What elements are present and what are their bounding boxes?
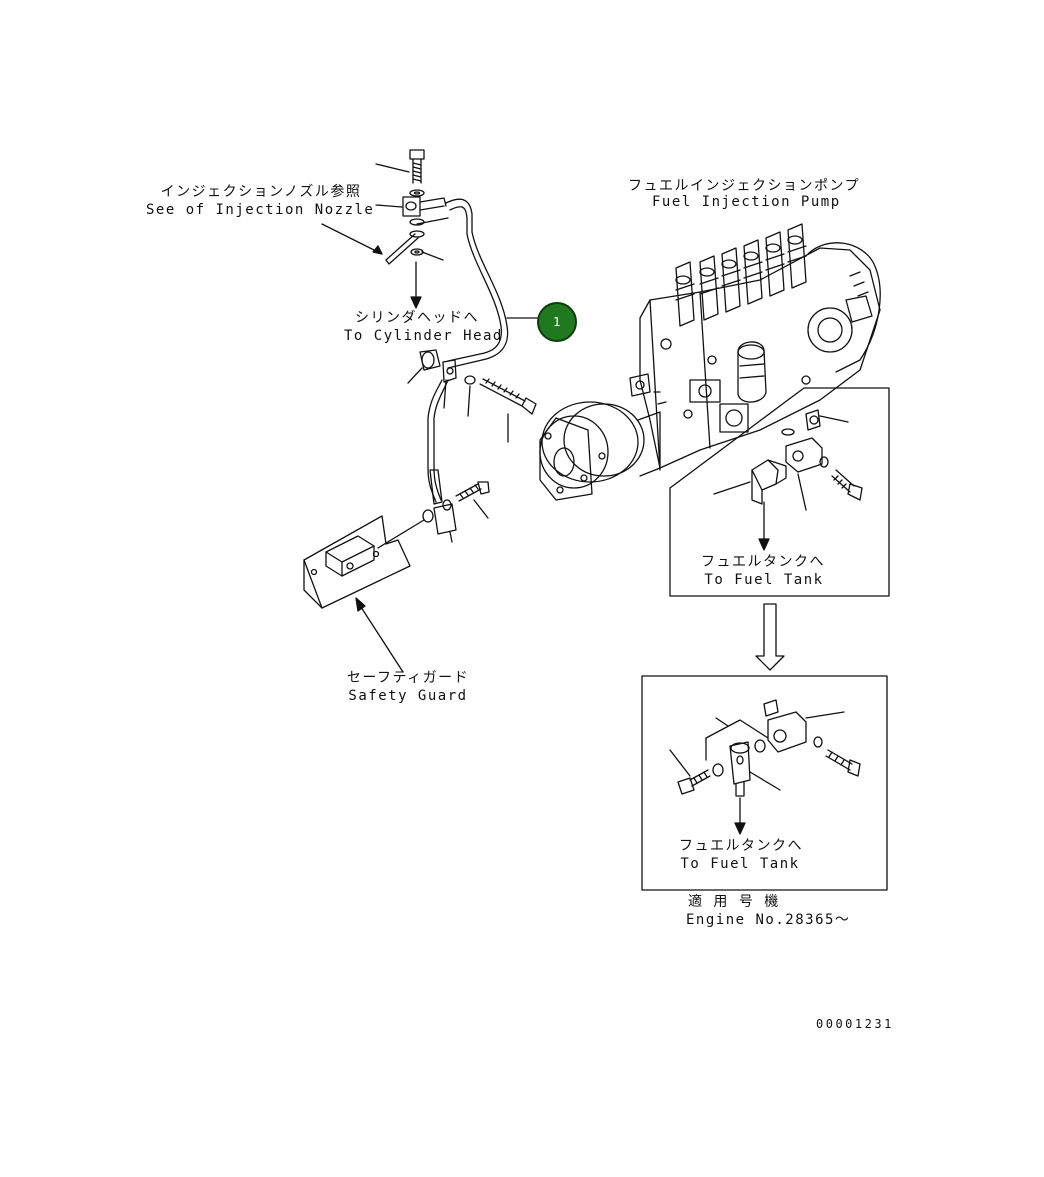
- nozzle-pointer: [321, 223, 419, 265]
- safety-guard-arrow: [355, 597, 404, 673]
- fuel-pump-label-jp: フュエルインジェクションポンプ: [628, 178, 861, 194]
- fuel-tank-upper-label-jp: フュエルタンクへ: [701, 554, 825, 570]
- cylinder-head-label-jp: シリンダヘッドへ: [355, 310, 479, 326]
- injection-pump-drawing: [539, 223, 881, 501]
- lower-pipe: [427, 379, 449, 505]
- fuel-tank-lower-label-en: To Fuel Tank: [680, 856, 800, 872]
- safety-guard-label-en: Safety Guard: [348, 688, 468, 704]
- fuel-tank-lower-label-jp: フュエルタンクへ: [679, 838, 803, 854]
- part-callout-1[interactable]: 1: [537, 302, 577, 342]
- drawing-number: 00001231: [816, 1017, 894, 1031]
- applicable-serial-label: 適 用 号 機: [688, 894, 780, 910]
- upper-inset: [669, 387, 890, 597]
- clamp-parts: [407, 349, 537, 443]
- lower-inset: [641, 675, 888, 891]
- transition-arrow: [755, 603, 785, 671]
- safety-guard-label-jp: セーフティガード: [346, 670, 470, 686]
- engine-number-label: Engine No.28365～: [686, 912, 851, 928]
- top-bolt-stack: [375, 149, 449, 261]
- fuel-tank-upper-label-en: To Fuel Tank: [704, 572, 824, 588]
- fuel-pump-label-en: Fuel Injection Pump: [652, 194, 841, 210]
- lower-bracket: [377, 481, 490, 549]
- injection-nozzle-label-en: See of Injection Nozzle: [146, 202, 375, 218]
- cylinder-head-label-en: To Cylinder Head: [344, 328, 503, 344]
- cylinder-head-arrow: [410, 261, 422, 309]
- fuel-pipe-1: [445, 198, 539, 369]
- safety-guard-shape: [303, 515, 411, 609]
- injection-nozzle-label-jp: インジェクションノズル参照: [160, 184, 362, 200]
